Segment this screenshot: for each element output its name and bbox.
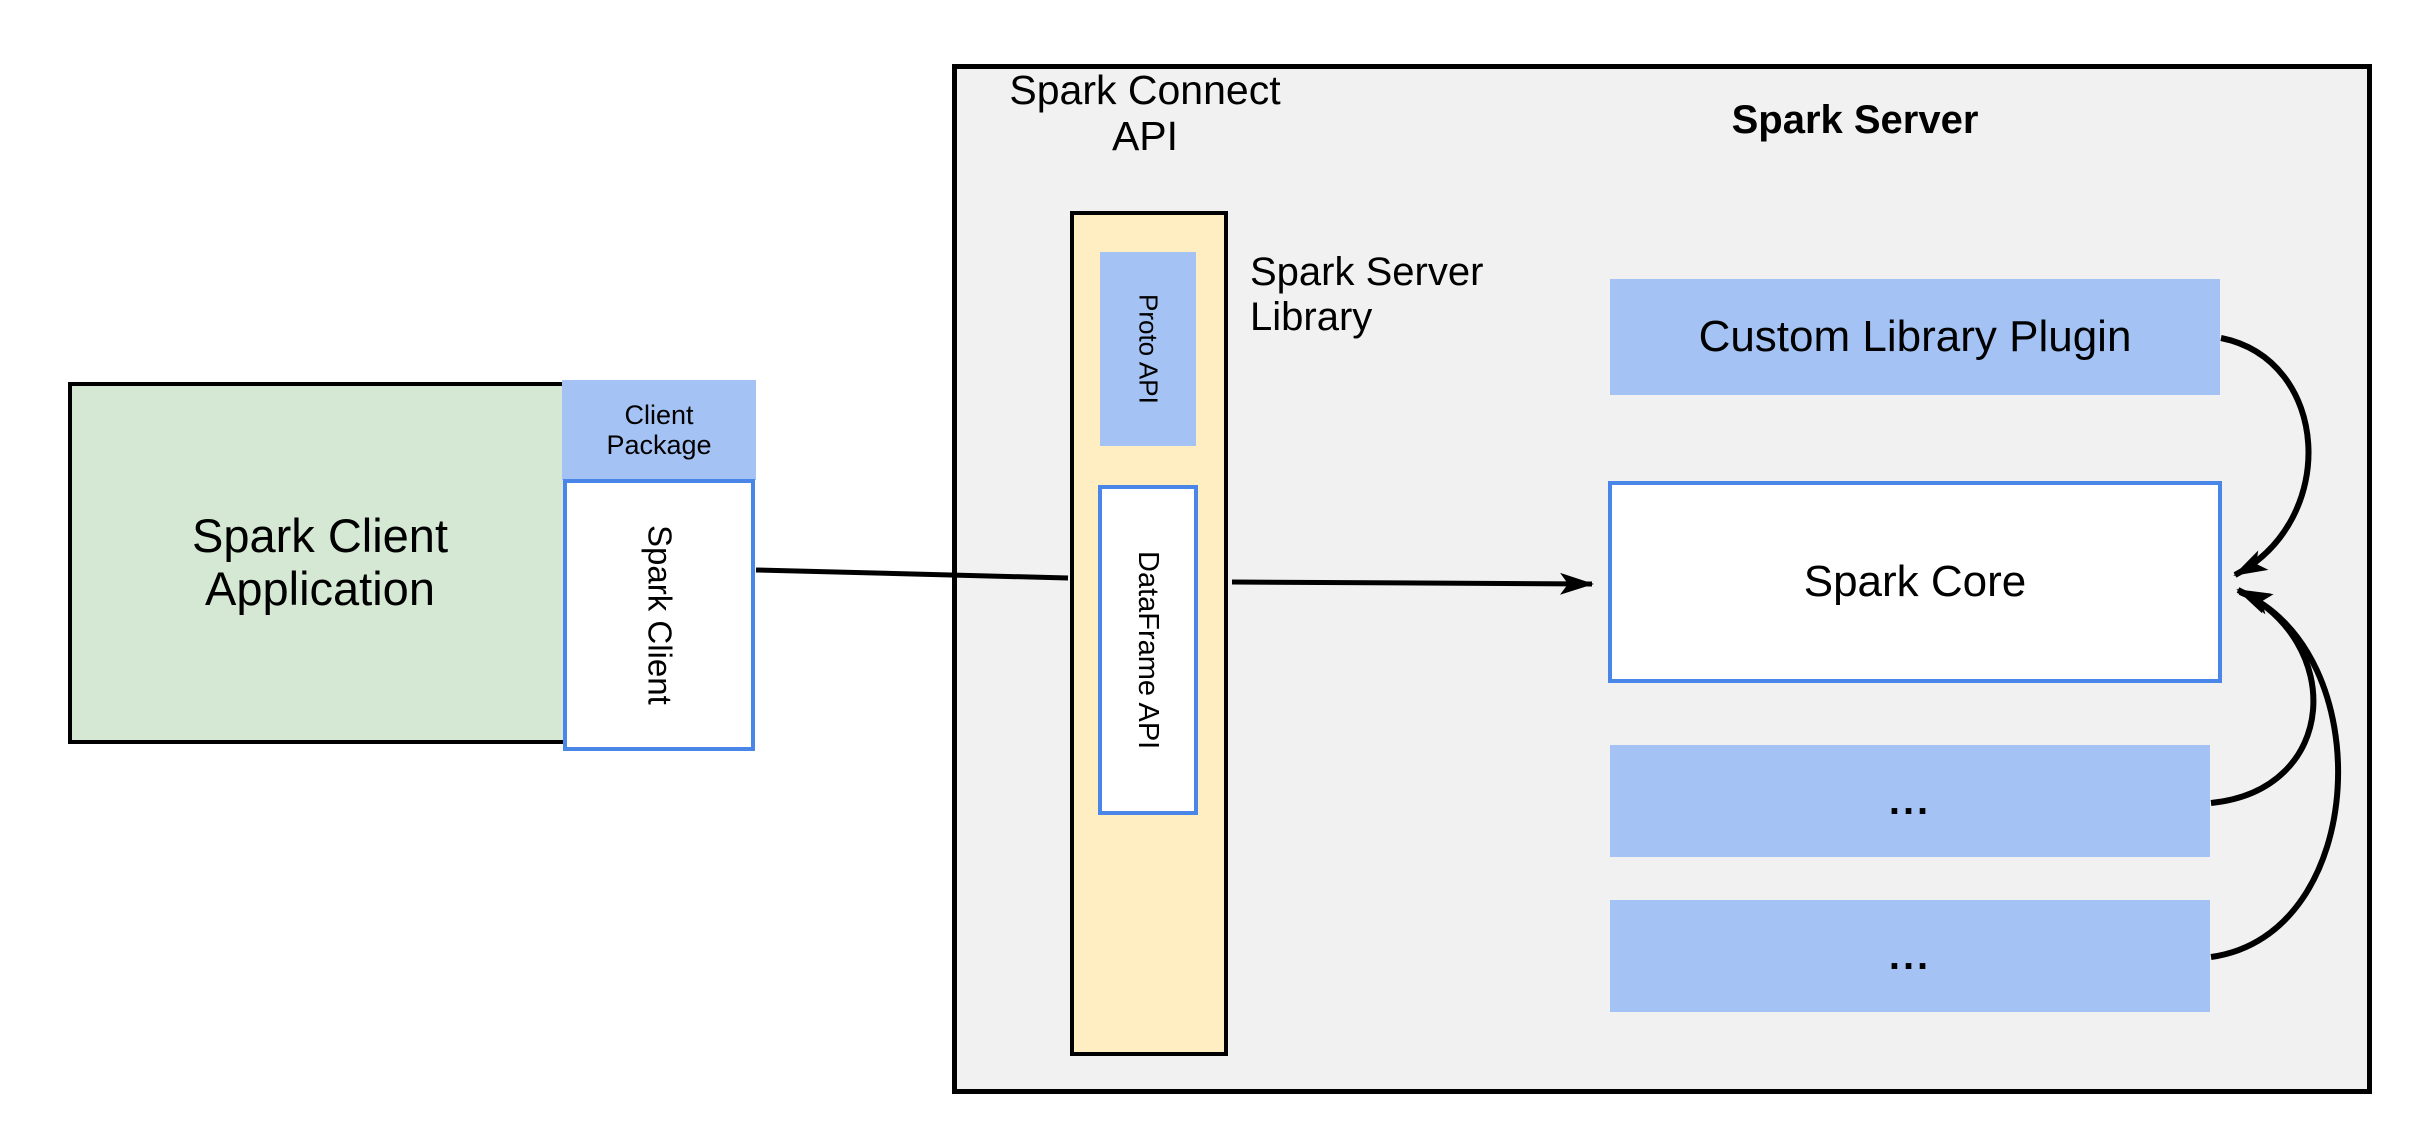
dataframe-api-label: DataFrame API [1132,550,1165,750]
spark-client-box[interactable]: Spark Client [563,479,755,751]
proto-api-box[interactable]: Proto API [1100,252,1196,446]
ellipsis-box-2[interactable]: ... [1610,900,2210,1012]
spark-client-application-label: Spark Client Application [192,509,448,615]
client-package-label: Client Package [606,399,712,460]
ellipsis-box-1[interactable]: ... [1610,745,2210,857]
spark-client-label: Spark Client [641,525,679,705]
spark-core-label: Spark Core [1803,557,2027,607]
spark-connect-api-label: Spark Connect API [1009,67,1281,159]
custom-library-plugin-label: Custom Library Plugin [1698,312,2132,362]
proto-api-label: Proto API [1133,294,1164,404]
dataframe-api-box[interactable]: DataFrame API [1098,485,1198,815]
spark-server-title: Spark Server [1731,98,1979,142]
client-package-box[interactable]: Client Package [562,380,756,480]
spark-client-application-box[interactable]: Spark Client Application [68,382,572,744]
ellipsis-label-2: ... [1888,933,1932,978]
spark-server-library-label: Spark Server Library [1250,250,1484,339]
custom-library-plugin-box[interactable]: Custom Library Plugin [1610,279,2220,395]
ellipsis-label-1: ... [1888,778,1932,823]
spark-core-box[interactable]: Spark Core [1608,481,2222,683]
